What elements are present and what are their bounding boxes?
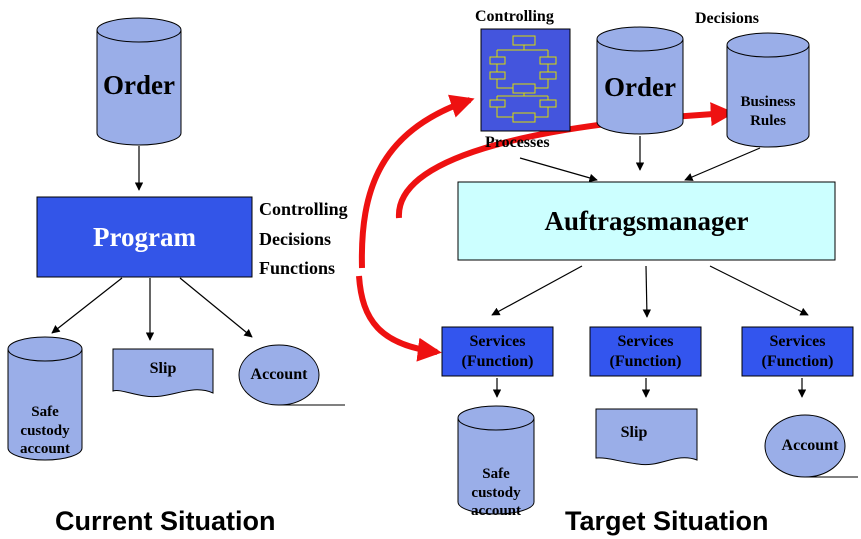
controlling-label: Controlling — [259, 199, 348, 219]
arrow-flowchart-to-manager — [519, 157, 598, 182]
right-safe-custody-cylinder — [457, 405, 535, 515]
arrow-manager-to-service-2 — [642, 265, 652, 318]
flowchart-controlling-label: Controlling — [475, 8, 554, 25]
red-arrow-functions — [356, 275, 442, 362]
functions-label: Functions — [259, 258, 336, 278]
left-account-shape — [238, 344, 345, 406]
controlling-processes-flowchart — [480, 28, 571, 132]
arrow-program-to-account — [179, 277, 253, 338]
service-box-1 — [441, 326, 554, 377]
current-situation-caption: Current Situation — [55, 506, 276, 536]
left-safe-custody-cylinder — [7, 336, 83, 461]
service-box-2 — [589, 326, 702, 377]
red-arrow-controlling — [358, 94, 475, 269]
auftragsmanager-box — [457, 181, 836, 261]
left-slip-document — [112, 348, 214, 398]
left-order-cylinder — [96, 17, 182, 146]
flowchart-processes-label: Processes — [485, 134, 550, 151]
program-box — [36, 196, 253, 278]
target-situation-caption: Target Situation — [565, 506, 769, 536]
arrow-program-to-safe — [51, 277, 123, 334]
business-rules-cylinder — [726, 32, 810, 148]
decisions-top-label: Decisions — [695, 10, 759, 27]
arrow-manager-to-service-1 — [491, 265, 583, 316]
right-account-shape — [764, 414, 858, 478]
arrow-manager-to-service-3 — [709, 265, 809, 316]
service-box-3 — [741, 326, 854, 377]
right-slip-document — [595, 408, 698, 466]
right-order-cylinder — [596, 26, 684, 135]
arrow-rules-to-manager — [684, 147, 761, 181]
decisions-label: Decisions — [259, 229, 331, 249]
